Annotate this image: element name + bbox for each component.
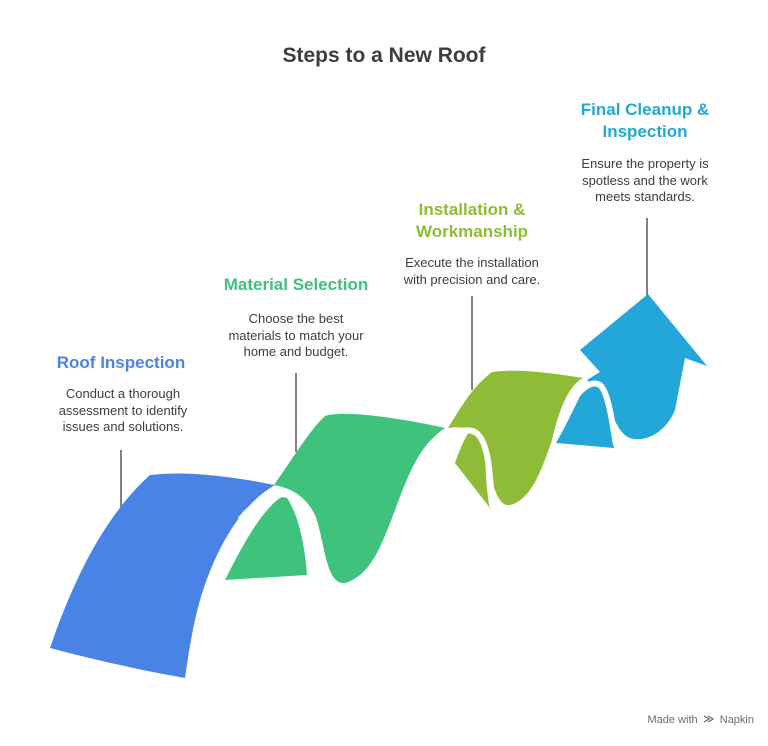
fold-line-1 (237, 491, 323, 576)
step-4-arrow (580, 294, 707, 440)
step-1-title: Roof Inspection (56, 353, 186, 372)
napkin-logo-icon (703, 715, 714, 723)
footer-prefix: Made with (647, 714, 698, 726)
footer-attribution: Made with Napkin (647, 714, 754, 726)
step-3-ribbon (448, 370, 583, 506)
fold-line-2 (422, 427, 495, 506)
diagram-title: Steps to a New Roof (282, 44, 486, 67)
step-2-ribbon (274, 413, 445, 584)
step-3-ribbon-tail (455, 427, 490, 508)
step-4-title: Final Cleanup & Inspection (580, 100, 710, 141)
step-2-description: Choose the best materials to match your … (228, 311, 364, 359)
step-3-title: Installation & Workmanship (415, 200, 529, 241)
step-4-description: Ensure the property is spotless and the … (581, 156, 709, 204)
step-2-title: Material Selection (223, 275, 369, 294)
fold-line-3 (567, 380, 619, 446)
step-2-ribbon-tail (225, 495, 307, 580)
footer-brand: Napkin (719, 714, 754, 726)
step-1-ribbon (50, 473, 275, 678)
step-3-description: Execute the installation with precision … (403, 255, 541, 287)
step-4-arrow-tail (556, 378, 614, 448)
step-1-description: Conduct a thorough assessment to identif… (58, 386, 188, 434)
